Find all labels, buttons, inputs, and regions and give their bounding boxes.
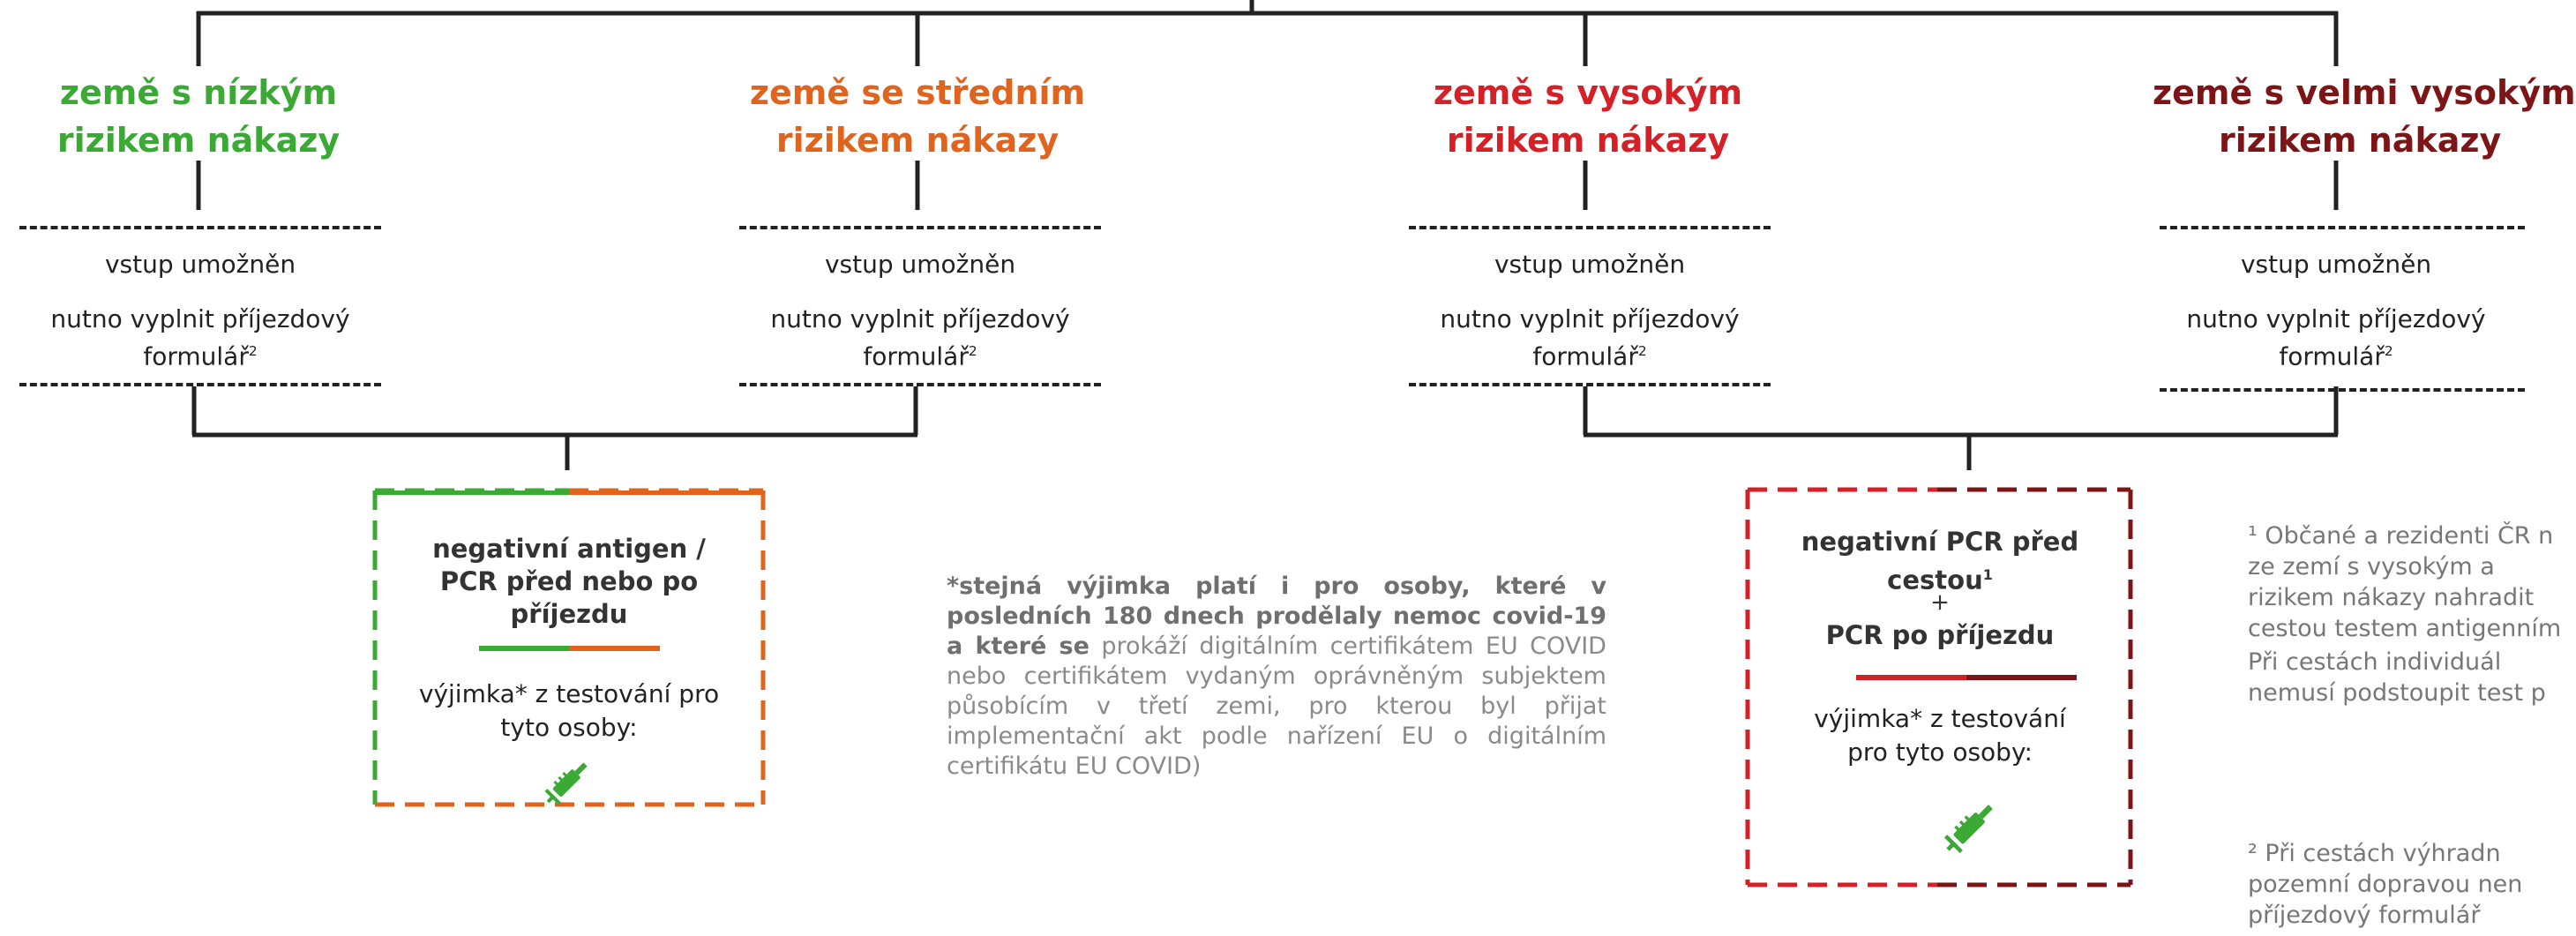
category-title-line1: země s vysokým [1433, 73, 1743, 112]
box-right-exception-text: výjimka* z testování pro tyto osoby: [1814, 704, 2066, 767]
category-title-medium-risk: země se středním rizikem nákazy [723, 69, 1112, 164]
footnote-1-individual: Při cestách individuál nemusí podstoupit… [2248, 648, 2546, 707]
syringe-icon [544, 762, 588, 805]
entry-allowed-text: vstup umožněn [2240, 250, 2432, 279]
dashed-divider [1409, 383, 1771, 386]
category-title-line1: země se středním [749, 73, 1086, 112]
category-title-line2: rizikem nákazy [1446, 121, 1730, 160]
entry-allowed-text: vstup umožněn [824, 250, 1016, 279]
dashed-divider [2160, 388, 2525, 392]
footnote-1: ¹ Občané a rezidenti ČR n ze zemí s vyso… [2248, 522, 2562, 642]
box-border-left [372, 488, 766, 807]
dashed-divider [19, 226, 381, 229]
category-title-high-risk: země s vysokým rizikem nákazy [1394, 69, 1782, 164]
box-right-title-pcr-after: PCR po příjezdu [1825, 620, 2055, 650]
syringe-icon [1943, 805, 1993, 854]
category-title-low-risk: země s nízkým rizikem nákazy [22, 69, 375, 164]
risk-color-bar [479, 646, 660, 651]
exception-note-bold: *stejná výjimka platí i pro osoby, které… [947, 573, 1606, 660]
category-title-line1: země s nízkým [59, 73, 338, 112]
exception-note-rest: prokáží digitálním certifikátem EU COVID… [947, 633, 1606, 780]
dashed-divider [19, 383, 381, 386]
dashed-divider [1409, 226, 1771, 229]
dashed-divider [739, 383, 1101, 386]
box-right-plus: + [1930, 589, 1950, 616]
category-title-line2: rizikem nákazy [2219, 121, 2502, 160]
box-left-exception-text: výjimka* z testování pro tyto osoby: [418, 679, 720, 742]
entry-allowed-text: vstup umožněn [104, 250, 296, 279]
dashed-divider [739, 226, 1101, 229]
category-title-very-high-risk: země s velmi vysokým rizikem nákazy [2135, 69, 2576, 164]
exception-note: *stejná výjimka platí i pro osoby, které… [947, 572, 1606, 782]
box-right-title: negativní PCR před cestou1 [1801, 527, 2079, 595]
category-title-line2: rizikem nákazy [775, 121, 1060, 160]
category-title-line2: rizikem nákazy [56, 121, 341, 160]
risk-color-bar [1856, 675, 2077, 680]
box-left-title: negativní antigen / PCR před nebo po pří… [432, 534, 706, 629]
box-border-right [1745, 487, 2133, 887]
entry-allowed-text: vstup umožněn [1494, 250, 1686, 279]
dashed-divider [2160, 226, 2525, 229]
footnote-2: ² Při cestách výhradn pozemní dopravou n… [2248, 840, 2523, 929]
category-title-line1: země s velmi vysokým [2153, 73, 2576, 112]
